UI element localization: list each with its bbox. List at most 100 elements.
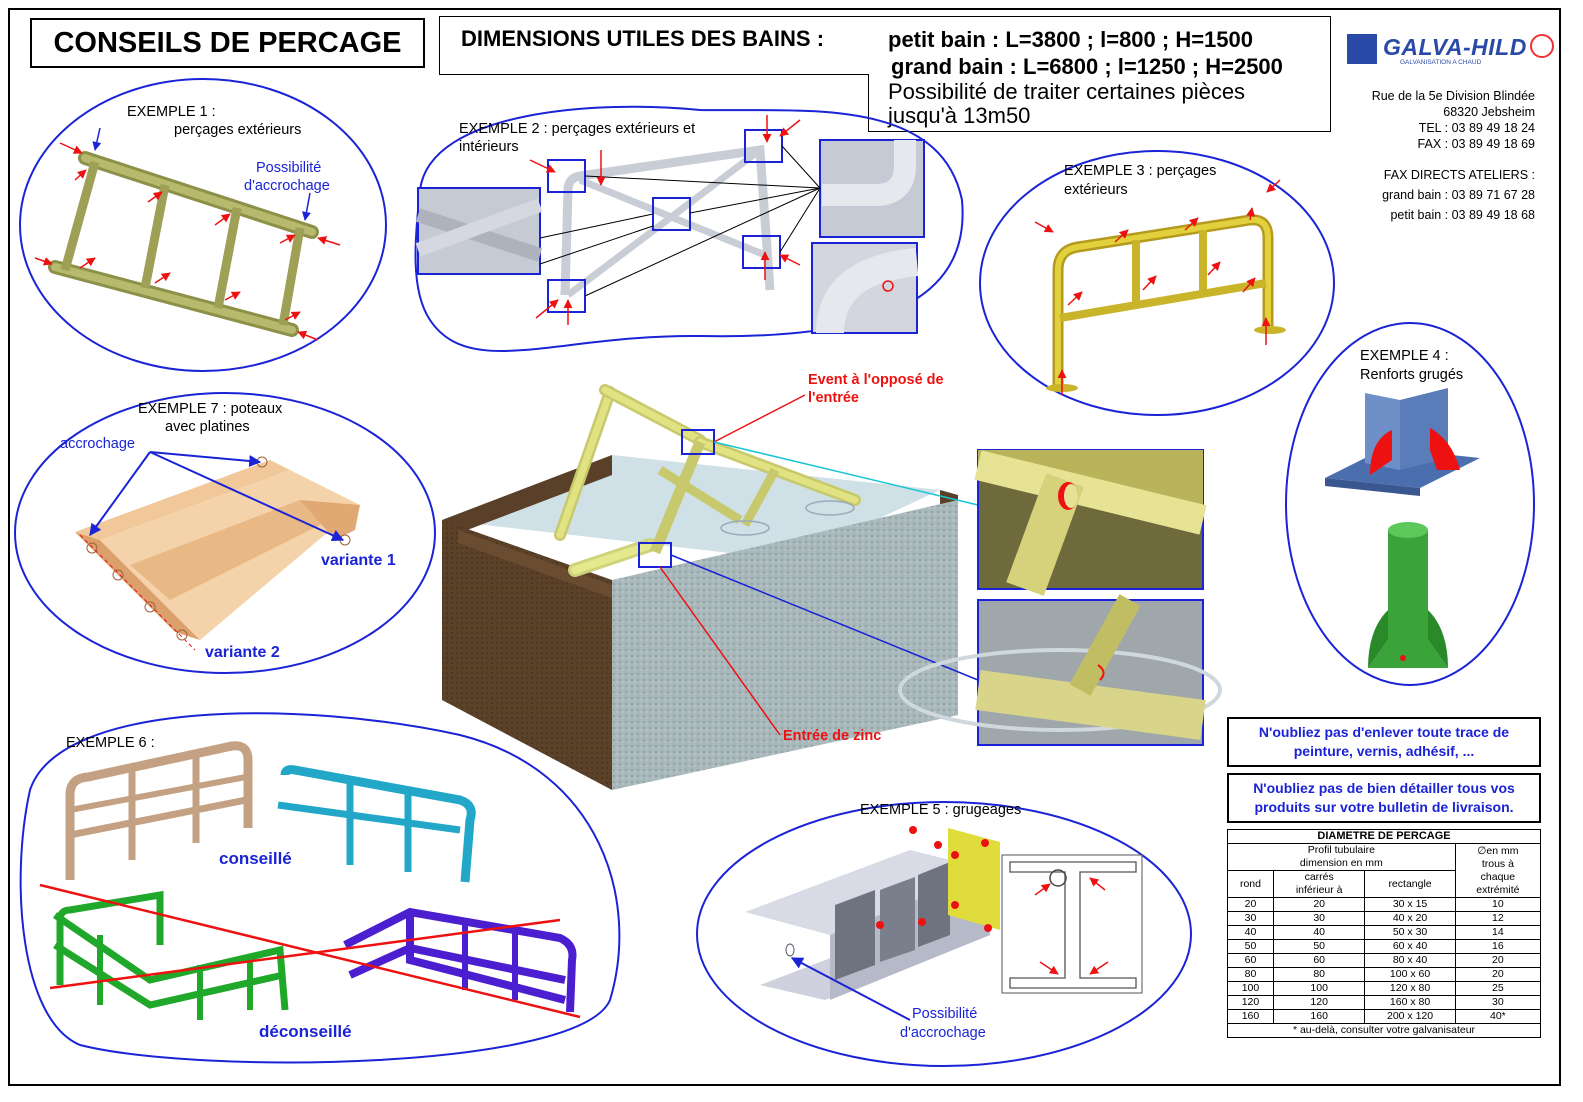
table-cell: 20	[1272, 897, 1366, 912]
table-cell: 30	[1227, 911, 1274, 926]
table-cell: 80 x 40	[1364, 953, 1456, 968]
example-3-bubble	[979, 150, 1335, 416]
table-cell: 40	[1227, 925, 1274, 940]
example-5-hook-line-1: Possibilité	[912, 1006, 978, 1022]
possibilite-line-1: Possibilité de traiter certaines pièces	[888, 79, 1246, 104]
example-6-conseille: conseillé	[219, 849, 292, 868]
example-2-frame	[415, 115, 925, 334]
example-4-title-2: Renforts grugés	[1360, 367, 1464, 383]
event-line-2: l'entrée	[808, 390, 859, 406]
fax-directs: FAX DIRECTS ATELIERS : grand bain : 03 8…	[1382, 165, 1535, 225]
example-7-title-2: avec platines	[165, 419, 250, 435]
example-4-title-1: EXEMPLE 4 :	[1360, 348, 1449, 364]
table-cell: 50	[1272, 939, 1366, 954]
table-cell: 40 x 20	[1364, 911, 1456, 926]
table-cell: 12	[1454, 911, 1542, 926]
company-logo-icon	[1347, 34, 1377, 64]
table-cell: 40	[1272, 925, 1366, 940]
example-2-bubble	[414, 105, 964, 352]
table-cell: 60 x 40	[1364, 939, 1456, 954]
table-cell: 160 x 80	[1364, 995, 1456, 1010]
dimensions-title: DIMENSIONS UTILES DES BAINS :	[461, 26, 825, 51]
table-diameter-header: ∅en mm trous à chaque extrémité	[1454, 843, 1542, 898]
table-cell: 200 x 120	[1364, 1009, 1456, 1024]
table-footnote: * au-delà, consulter votre galvanisateur	[1227, 1023, 1541, 1038]
page-frame	[8, 8, 1561, 1086]
table-cell: 100 x 60	[1364, 967, 1456, 982]
tel: TEL : 03 89 49 18 24	[1418, 121, 1535, 135]
table-cell: 50 x 30	[1364, 925, 1456, 940]
table-cell: 160	[1272, 1009, 1366, 1024]
example-5-hook-line-2: d'accrochage	[900, 1025, 986, 1041]
table-cell: 80	[1227, 967, 1274, 982]
event-label: Event à l'opposé de l'entrée	[808, 371, 944, 407]
note-2-line-2: produits sur votre bulletin de livraison…	[1254, 799, 1514, 815]
example-7-posts	[75, 451, 360, 651]
example-4-bubble	[1285, 322, 1535, 686]
carres-line-2: inférieur à	[1295, 884, 1343, 896]
example-6-bubble	[19, 712, 621, 1064]
note-delivery-detail: N'oubliez pas de bien détailler tous vos…	[1227, 773, 1541, 823]
possibilite-line-2: jusqu'à 13m50	[888, 103, 1031, 128]
table-cell: 60	[1272, 953, 1366, 968]
example-7-variante-2: variante 2	[205, 644, 280, 661]
table-cell: 160	[1227, 1009, 1274, 1024]
table-cell: 20	[1454, 953, 1542, 968]
table-cell: 80	[1272, 967, 1366, 982]
table-cell: 120	[1227, 995, 1274, 1010]
address-line-1: Rue de la 5e Division Blindée	[1371, 89, 1535, 103]
alsace-logo-icon	[1530, 34, 1554, 58]
example-5-bubble	[696, 801, 1192, 1067]
table-cell: 10	[1454, 897, 1542, 912]
example-1-hook-line-2: d'accrochage	[244, 178, 330, 194]
table-cell: 30	[1454, 995, 1542, 1010]
entree-zinc-label: Entrée de zinc	[783, 728, 882, 744]
example-3-railing	[1034, 179, 1286, 395]
table-cell: 60	[1227, 953, 1274, 968]
table-cell: 100	[1272, 981, 1366, 996]
profil-line-2: dimension en mm	[1299, 857, 1383, 869]
zoom-inset-bottom	[898, 594, 1222, 746]
table-cell: 120	[1272, 995, 1366, 1010]
example-6-title: EXEMPLE 6 :	[66, 735, 155, 751]
example-6-railings	[39, 741, 581, 1020]
diam-line-3: chaque	[1480, 870, 1516, 883]
table-cell: 25	[1454, 981, 1542, 996]
page-title: CONSEILS DE PERCAGE	[30, 18, 425, 68]
example-1-ladder	[34, 127, 341, 341]
table-cell: 20	[1454, 967, 1542, 982]
example-3-title-2: extérieurs	[1064, 182, 1128, 198]
diam-line-2: trous à	[1481, 857, 1514, 870]
fax-directs-title: FAX DIRECTS ATELIERS :	[1383, 168, 1535, 182]
example-4-reinforcements	[1325, 388, 1480, 668]
example-2-title-2: intérieurs	[459, 139, 519, 155]
table-cell: 100	[1227, 981, 1274, 996]
example-7-title-1: EXEMPLE 7 : poteaux	[138, 401, 283, 417]
company-logo-sub: GALVANISATION A CHAUD	[1400, 59, 1482, 66]
zoom-inset-top	[974, 449, 1207, 596]
example-2-title-1: EXEMPLE 2 : perçages extérieurs et	[459, 121, 696, 137]
note-paint-removal: N'oubliez pas d'enlever toute trace de p…	[1227, 717, 1541, 767]
petit-bain-dims: petit bain : L=3800 ; l=800 ; H=1500	[888, 27, 1253, 52]
grand-bain-fax: grand bain : 03 89 71 67 28	[1382, 188, 1535, 202]
profil-line-1: Profil tubulaire	[1307, 844, 1375, 856]
table-cell: 120 x 80	[1364, 981, 1456, 996]
page-title-text: CONSEILS DE PERCAGE	[53, 26, 402, 59]
example-1-bubble	[19, 78, 387, 372]
note-1-line-1: N'oubliez pas d'enlever toute trace de	[1258, 724, 1510, 740]
event-line-1: Event à l'opposé de	[808, 372, 944, 388]
petit-bain-fax: petit bain : 03 89 49 18 68	[1390, 208, 1535, 222]
diam-line-4: extrémité	[1476, 883, 1520, 896]
example-1-subtitle: perçages extérieurs	[174, 122, 302, 138]
